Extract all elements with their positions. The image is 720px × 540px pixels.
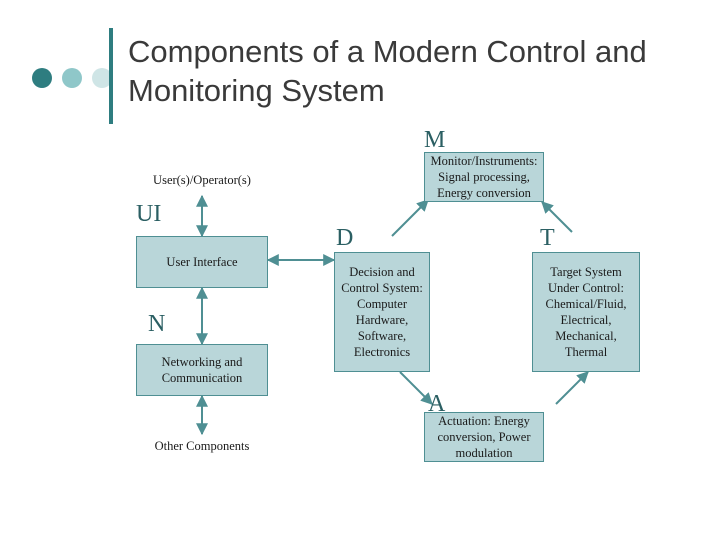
letter-d: D: [336, 225, 354, 251]
box-networking-communication[interactable]: Networking and Communication: [136, 344, 268, 396]
header-vertical-rule: [109, 28, 113, 124]
box-actuation-label: Actuation: Energy conversion, Power modu…: [437, 414, 531, 460]
box-actuation[interactable]: Actuation: Energy conversion, Power modu…: [424, 412, 544, 462]
label-user-operator: User(s)/Operator(s): [153, 173, 251, 187]
letter-ui: UI: [136, 201, 162, 227]
box-target-system-label: Target System Under Control: Chemical/Fl…: [545, 265, 627, 359]
page-title: Components of a Modern Control and Monit…: [128, 34, 647, 108]
decorative-dot-mid: [62, 68, 82, 88]
decorative-dot-dark: [32, 68, 52, 88]
box-user-interface-label: User Interface: [166, 255, 238, 269]
box-networking-communication-label: Networking and Communication: [161, 355, 243, 385]
letter-t: T: [540, 225, 555, 251]
box-monitor-instruments-label: Monitor/Instruments: Signal processing, …: [430, 154, 538, 200]
letter-a: A: [428, 391, 446, 417]
box-target-system[interactable]: Target System Under Control: Chemical/Fl…: [532, 252, 640, 372]
label-other-components: Other Components: [154, 439, 250, 453]
box-monitor-instruments[interactable]: Monitor/Instruments: Signal processing, …: [424, 152, 544, 202]
letter-n: N: [148, 311, 166, 337]
box-decision-control-system-label: Decision and Control System: Computer Ha…: [341, 265, 423, 359]
box-decision-control-system[interactable]: Decision and Control System: Computer Ha…: [334, 252, 430, 372]
letter-m: M: [424, 127, 446, 153]
box-user-interface[interactable]: User Interface: [136, 236, 268, 288]
decorative-dot-light: [92, 68, 112, 88]
